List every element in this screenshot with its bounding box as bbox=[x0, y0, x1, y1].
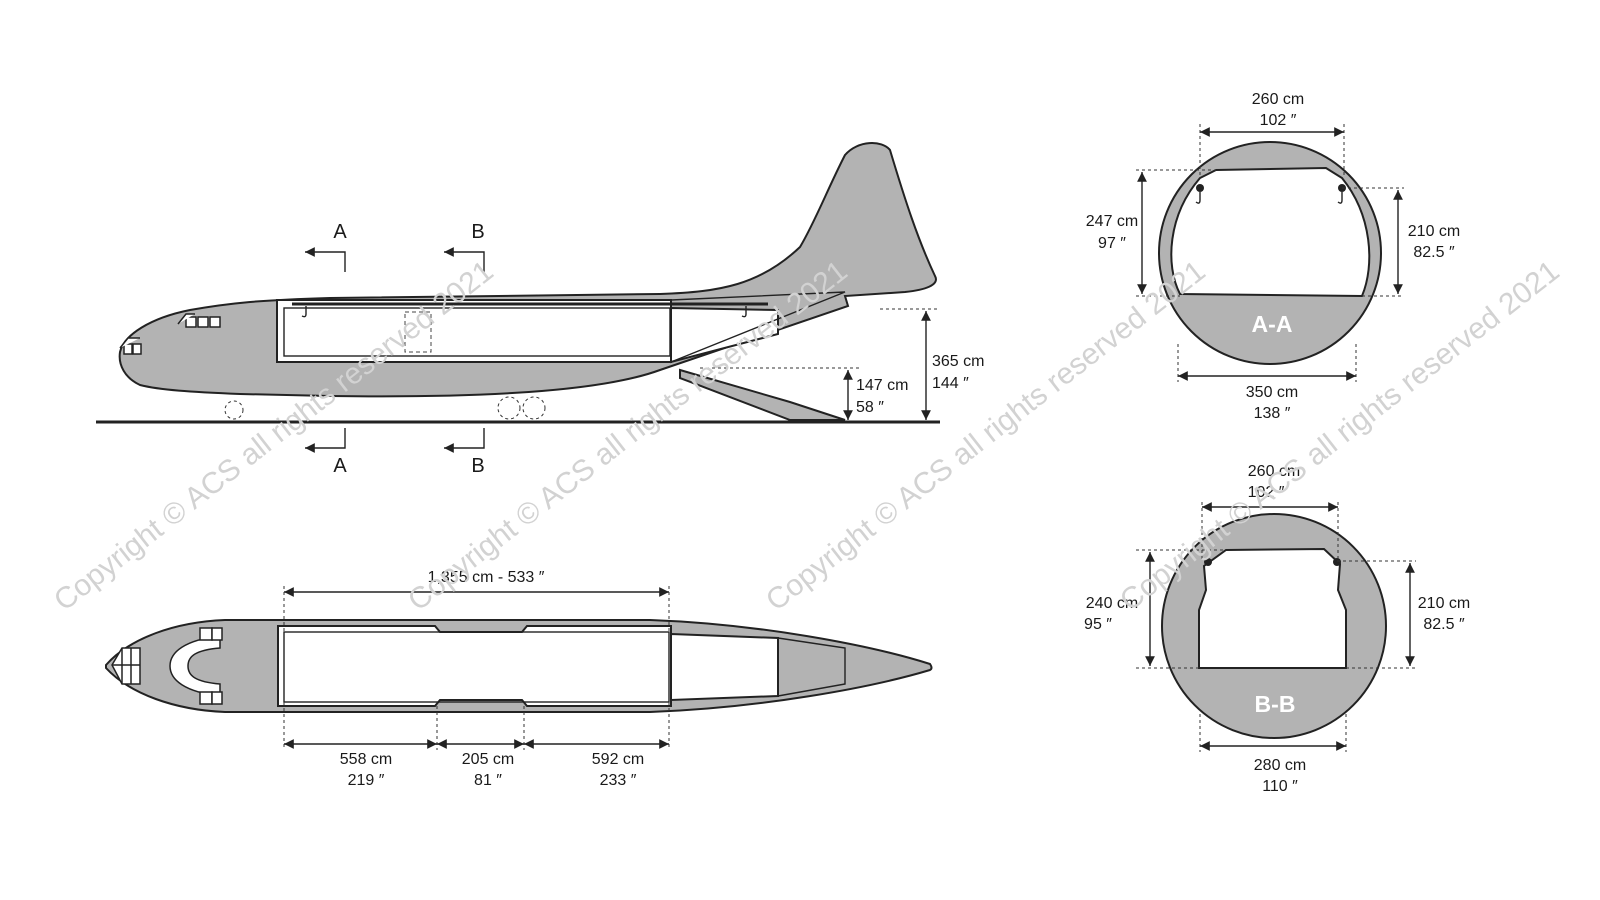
bb-attach-point bbox=[1333, 558, 1341, 566]
section-aa: A-A 260 cm 102 ″ 247 cm 97 ″ 210 cm 82.5… bbox=[1086, 91, 1460, 422]
length-total-label: 1,355 cm - 533 ″ bbox=[428, 569, 545, 586]
door-height-dimension: 147 cm 58 ″ bbox=[700, 367, 908, 420]
aa-cargo-opening bbox=[1170, 166, 1371, 298]
segment-1-in: 219 ″ bbox=[348, 772, 385, 789]
top-cargo-floor bbox=[277, 625, 672, 707]
top-view: 1,355 cm - 533 ″ 558 cm 219 ″ 205 cm 81 … bbox=[105, 569, 933, 789]
segment-dimensions: 558 cm 219 ″ 205 cm 81 ″ 592 cm 233 ″ bbox=[283, 702, 670, 789]
segment-3-in: 233 ″ bbox=[600, 772, 637, 789]
total-height-in: 144 ″ bbox=[932, 375, 969, 392]
side-view: A B A B 147 cm 58 ″ 365 cm 144 ″ bbox=[96, 142, 984, 477]
section-label-a: A bbox=[333, 221, 347, 243]
section-label-a: A bbox=[333, 455, 347, 477]
bb-cargo-opening bbox=[1198, 547, 1347, 669]
side-rear-compartment bbox=[670, 306, 779, 364]
segment-2-cm: 205 cm bbox=[462, 751, 514, 768]
hook-icon bbox=[1337, 192, 1343, 204]
tail-ramp bbox=[679, 368, 846, 421]
bb-top-width-in: 102 ″ bbox=[1248, 484, 1285, 501]
section-bb-label: B-B bbox=[1255, 691, 1296, 717]
bb-left-height-in: 95 ″ bbox=[1084, 616, 1112, 633]
section-aa-label: A-A bbox=[1252, 311, 1293, 337]
segment-2-in: 81 ″ bbox=[474, 772, 502, 789]
aa-right-height-in: 82.5 ″ bbox=[1413, 244, 1455, 261]
total-height-cm: 365 cm bbox=[932, 353, 984, 370]
bb-attach-point bbox=[1204, 558, 1212, 566]
side-cargo-hold bbox=[276, 299, 672, 363]
section-marker-b-bottom: B bbox=[444, 428, 485, 477]
hook-icon bbox=[301, 306, 307, 318]
section-marker-a-top: A bbox=[305, 221, 347, 272]
top-rear-compartment bbox=[670, 632, 779, 702]
aa-left-height-cm: 247 cm bbox=[1086, 213, 1138, 230]
total-height-dimension: 365 cm 144 ″ bbox=[880, 308, 984, 420]
section-label-b: B bbox=[471, 221, 484, 243]
section-marker-a-bottom: A bbox=[305, 428, 347, 477]
side-ramp-slot bbox=[670, 291, 846, 363]
landing-gear bbox=[224, 396, 546, 420]
cockpit-windows bbox=[119, 313, 221, 355]
aa-top-width-in: 102 ″ bbox=[1260, 112, 1297, 129]
door-height-in: 58 ″ bbox=[856, 399, 884, 416]
length-total-dimension: 1,355 cm - 533 ″ bbox=[283, 569, 670, 632]
bb-left-height-cm: 240 cm bbox=[1086, 595, 1138, 612]
aa-top-width-cm: 260 cm bbox=[1252, 91, 1304, 108]
hook-icon bbox=[741, 306, 747, 318]
door-height-cm: 147 cm bbox=[856, 377, 908, 394]
segment-3-cm: 592 cm bbox=[592, 751, 644, 768]
cockpit-seats bbox=[111, 627, 223, 705]
bb-floor-width-cm: 280 cm bbox=[1254, 757, 1306, 774]
aa-attach-point bbox=[1196, 184, 1204, 192]
aa-right-height-cm: 210 cm bbox=[1408, 223, 1460, 240]
aa-floor-width-in: 138 ″ bbox=[1254, 405, 1291, 422]
bb-right-height-in: 82.5 ″ bbox=[1423, 616, 1465, 633]
hook-icon bbox=[1195, 192, 1201, 204]
section-marker-b-top: B bbox=[444, 221, 485, 272]
side-door-outline bbox=[404, 311, 432, 353]
bb-floor-width-in: 110 ″ bbox=[1262, 778, 1298, 795]
segment-1-cm: 558 cm bbox=[340, 751, 392, 768]
top-ramp-area bbox=[777, 637, 846, 697]
section-bb: B-B 260 cm 102 ″ 240 cm 95 ″ 210 cm 82.5… bbox=[1084, 463, 1470, 795]
section-label-b: B bbox=[471, 455, 484, 477]
bb-right-height-cm: 210 cm bbox=[1418, 595, 1470, 612]
aa-floor-width-cm: 350 cm bbox=[1246, 384, 1298, 401]
top-hold-inner bbox=[283, 631, 670, 703]
aa-left-height-in: 97 ″ bbox=[1098, 235, 1126, 252]
bb-top-width-cm: 260 cm bbox=[1248, 463, 1300, 480]
